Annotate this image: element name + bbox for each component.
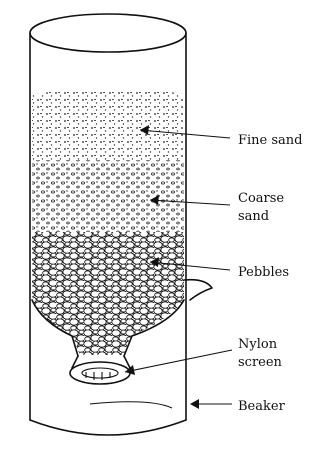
- fine-sand-layer: [32, 90, 184, 160]
- nylon-screen: [70, 356, 130, 384]
- label-beaker: Beaker: [238, 399, 286, 414]
- label-nylon-line1: Nylon: [238, 337, 278, 352]
- label-nylon-line2: screen: [238, 355, 283, 370]
- label-coarse-sand-line1: Coarse: [238, 191, 284, 206]
- label-pebbles: Pebbles: [238, 265, 289, 280]
- label-coarse-sand-line2: sand: [238, 209, 269, 224]
- label-fine-sand: Fine sand: [238, 133, 303, 148]
- coarse-sand-layer: [32, 160, 184, 232]
- pebbles-layer: [32, 232, 184, 355]
